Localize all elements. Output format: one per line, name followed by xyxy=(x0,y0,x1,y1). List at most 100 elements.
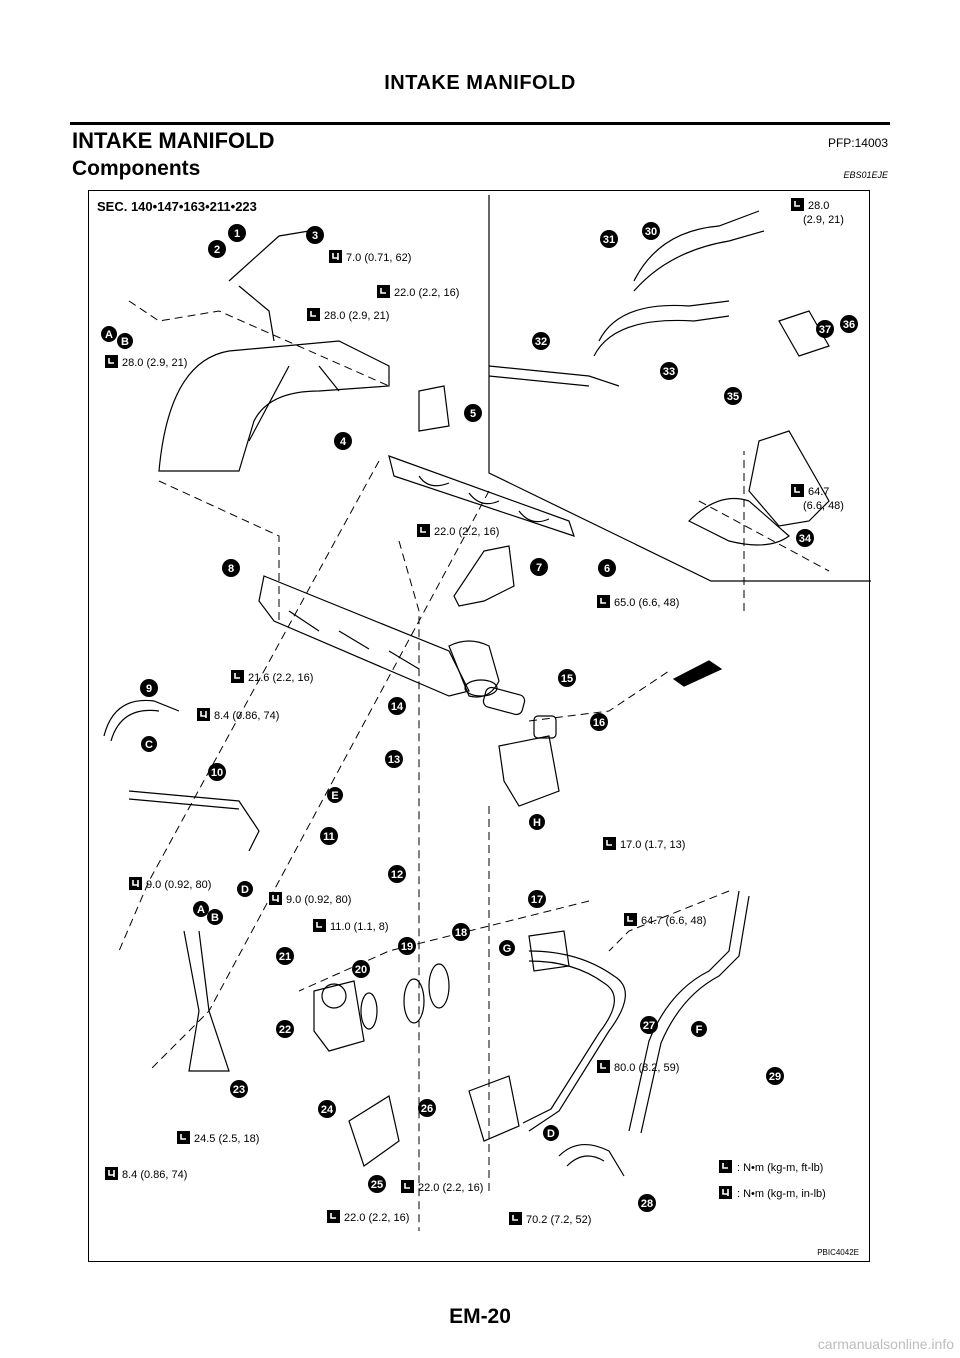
figure-code: PBIC4042E xyxy=(817,1248,859,1257)
letter-callout-A xyxy=(193,901,209,917)
callout-number-21: 21 xyxy=(279,951,291,963)
callout-number-28: 28 xyxy=(641,1198,653,1210)
callout-number-36: 36 xyxy=(843,319,855,331)
letter-G: G xyxy=(503,943,512,955)
callout-8 xyxy=(222,559,240,577)
callout-number-27: 27 xyxy=(643,1020,655,1032)
callout-number-17: 17 xyxy=(531,894,543,906)
callout-number-32: 32 xyxy=(535,336,547,348)
callout-number-34: 34 xyxy=(799,533,812,545)
torque-label: 22.0 (2.2, 16) xyxy=(434,526,499,538)
letter-callout-C xyxy=(141,736,157,752)
watermark: carmanualsonline.info xyxy=(817,1336,954,1352)
letter-E: E xyxy=(331,790,338,802)
torque-wrench-icon xyxy=(105,1167,118,1180)
torque-wrench-icon xyxy=(177,1131,190,1144)
torque-wrench-icon xyxy=(597,1060,610,1073)
callout-number-22: 22 xyxy=(279,1024,291,1036)
torque-wrench-icon xyxy=(329,250,342,263)
callout-7 xyxy=(530,558,548,576)
callout-number-2: 2 xyxy=(214,244,220,256)
letter-callout-G xyxy=(499,940,515,956)
callout-37 xyxy=(816,320,834,338)
torque-wrench-icon xyxy=(377,285,390,298)
callout-number-23: 23 xyxy=(233,1084,245,1096)
callout-number-15: 15 xyxy=(561,673,573,685)
callout-23 xyxy=(230,1080,248,1098)
callout-number-19: 19 xyxy=(401,941,413,953)
torque-label: 24.5 (2.5, 18) xyxy=(194,1133,259,1145)
torque-wrench-icon xyxy=(129,877,142,890)
callout-27 xyxy=(640,1016,658,1034)
callout-number-26: 26 xyxy=(421,1103,433,1115)
torque-label: 28.0 xyxy=(808,200,829,212)
callout-3 xyxy=(306,226,324,244)
torque-wrench-icon xyxy=(719,1186,732,1199)
callout-30 xyxy=(642,222,660,240)
callout-35 xyxy=(724,387,742,405)
torque-label: 65.0 (6.6, 48) xyxy=(614,597,679,609)
callout-10 xyxy=(208,763,226,781)
letter-D: D xyxy=(241,884,249,896)
section-title: INTAKE MANIFOLD xyxy=(72,128,275,153)
callout-11 xyxy=(320,827,338,845)
torque-label: 22.0 (2.2, 16) xyxy=(344,1212,409,1224)
torque-wrench-icon xyxy=(231,670,244,683)
torque-label: 22.0 (2.2, 16) xyxy=(418,1182,483,1194)
callout-32 xyxy=(532,332,550,350)
callout-36 xyxy=(840,315,858,333)
callout-16 xyxy=(590,713,608,731)
torque-label: 17.0 (1.7, 13) xyxy=(620,839,685,851)
torque-label: 70.2 (7.2, 52) xyxy=(526,1214,591,1226)
callout-6 xyxy=(598,559,616,577)
callout-number-7: 7 xyxy=(536,562,542,574)
callout-18 xyxy=(452,923,470,941)
callout-number-29: 29 xyxy=(769,1071,781,1083)
torque-label: 64.7 xyxy=(808,486,829,498)
callout-28 xyxy=(638,1194,656,1212)
torque-label: (6.6, 48) xyxy=(803,500,844,512)
callout-22 xyxy=(276,1020,294,1038)
torque-wrench-icon xyxy=(417,524,430,537)
torque-label: 11.0 (1.1, 8) xyxy=(330,921,389,933)
callout-number-30: 30 xyxy=(645,226,657,238)
callout-21 xyxy=(276,947,294,965)
callout-number-14: 14 xyxy=(391,701,404,713)
letter-callout-H xyxy=(529,814,545,830)
torque-wrench-icon xyxy=(597,595,610,608)
callout-5 xyxy=(464,404,482,422)
callout-number-3: 3 xyxy=(312,230,318,242)
torque-label: 7.0 (0.71, 62) xyxy=(346,252,411,264)
callout-26 xyxy=(418,1099,436,1117)
callout-number-10: 10 xyxy=(211,767,223,779)
callout-9 xyxy=(140,679,158,697)
callout-number-8: 8 xyxy=(228,563,234,575)
letter-callout-D xyxy=(543,1125,559,1141)
callout-number-25: 25 xyxy=(371,1179,383,1191)
page-number: EM-20 xyxy=(449,1305,511,1328)
callout-number-37: 37 xyxy=(819,324,831,336)
exploded-diagram: SEC. 140•147•163•211•223 xyxy=(88,190,871,1262)
letter-C: C xyxy=(145,739,153,751)
ebs-code: EBS01EJE xyxy=(843,170,888,180)
callout-number-16: 16 xyxy=(593,717,605,729)
torque-wrench-icon xyxy=(197,708,210,721)
letter-callout-D xyxy=(237,881,253,897)
callout-20 xyxy=(352,960,370,978)
torque-label: 21.6 (2.2, 16) xyxy=(248,672,313,684)
letter-B: B xyxy=(121,336,129,348)
torque-wrench-icon xyxy=(401,1180,414,1193)
torque-label: 80.0 (8.2, 59) xyxy=(614,1062,679,1074)
torque-wrench-icon xyxy=(791,484,804,497)
callout-17 xyxy=(528,890,546,908)
letter-A: A xyxy=(197,904,205,916)
callout-14 xyxy=(388,697,406,715)
torque-label: (2.9, 21) xyxy=(803,214,844,226)
callout-number-4: 4 xyxy=(340,436,347,448)
callout-4 xyxy=(334,432,352,450)
torque-label: 9.0 (0.92, 80) xyxy=(286,894,351,906)
callout-number-33: 33 xyxy=(663,366,675,378)
torque-wrench-icon xyxy=(624,913,637,926)
callout-19 xyxy=(398,937,416,955)
callout-25 xyxy=(368,1175,386,1193)
